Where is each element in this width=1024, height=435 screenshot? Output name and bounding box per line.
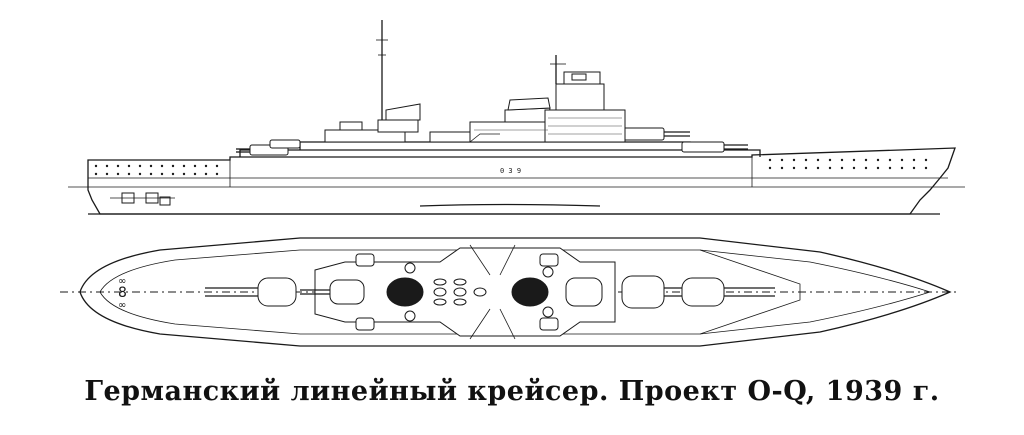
porthole bbox=[828, 166, 832, 170]
porthole bbox=[138, 172, 142, 176]
porthole bbox=[160, 172, 164, 176]
porthole bbox=[912, 158, 916, 162]
svg-text:∞: ∞ bbox=[118, 276, 126, 287]
porthole bbox=[768, 158, 772, 162]
porthole bbox=[840, 166, 844, 170]
aft-turrets-plan bbox=[205, 278, 364, 306]
porthole bbox=[780, 166, 784, 170]
porthole bbox=[171, 164, 175, 168]
porthole bbox=[816, 166, 820, 170]
bilge-keel bbox=[420, 205, 600, 207]
porthole bbox=[780, 158, 784, 162]
plan-view: 8 ∞ ∞ bbox=[60, 238, 958, 346]
porthole bbox=[888, 158, 892, 162]
main-superstructure bbox=[470, 55, 625, 142]
svg-text:8: 8 bbox=[118, 285, 127, 301]
porthole bbox=[888, 166, 892, 170]
drawing-caption: Германский линейный крейсер. Проект О-Q,… bbox=[84, 376, 940, 407]
porthole bbox=[828, 158, 832, 162]
porthole bbox=[852, 158, 856, 162]
porthole bbox=[138, 164, 142, 168]
porthole bbox=[912, 166, 916, 170]
porthole bbox=[900, 158, 904, 162]
ship-drawing: 0 3 9 bbox=[0, 0, 1024, 360]
aft-superstructure bbox=[325, 20, 480, 142]
portholes bbox=[94, 158, 928, 176]
svg-text:∞: ∞ bbox=[118, 300, 126, 311]
porthole bbox=[193, 172, 197, 176]
porthole bbox=[149, 172, 153, 176]
porthole bbox=[900, 166, 904, 170]
porthole bbox=[804, 158, 808, 162]
porthole bbox=[116, 164, 120, 168]
porthole bbox=[182, 164, 186, 168]
side-profile: 0 3 9 bbox=[68, 20, 965, 214]
porthole bbox=[127, 164, 131, 168]
porthole bbox=[204, 164, 208, 168]
porthole bbox=[864, 166, 868, 170]
aft-turrets-side bbox=[236, 140, 300, 155]
propellers bbox=[110, 193, 175, 205]
porthole bbox=[105, 172, 109, 176]
porthole bbox=[852, 166, 856, 170]
porthole bbox=[816, 158, 820, 162]
porthole bbox=[876, 166, 880, 170]
hull-number: 0 3 9 bbox=[500, 167, 521, 175]
porthole bbox=[149, 164, 153, 168]
porthole bbox=[94, 164, 98, 168]
porthole bbox=[864, 158, 868, 162]
porthole bbox=[792, 158, 796, 162]
porthole bbox=[204, 172, 208, 176]
secondary-mounts bbox=[356, 254, 558, 330]
porthole bbox=[116, 172, 120, 176]
porthole bbox=[924, 166, 928, 170]
hull-side bbox=[88, 148, 955, 214]
porthole bbox=[215, 164, 219, 168]
fwd-turrets-side bbox=[622, 128, 748, 152]
deck-outline bbox=[80, 238, 950, 346]
fore-funnel-top bbox=[512, 278, 548, 306]
aft-funnel-top bbox=[387, 278, 423, 306]
porthole bbox=[193, 164, 197, 168]
stern-fittings: 8 ∞ ∞ bbox=[118, 276, 127, 311]
porthole bbox=[160, 164, 164, 168]
porthole bbox=[94, 172, 98, 176]
fwd-turrets-plan bbox=[566, 276, 775, 308]
porthole bbox=[127, 172, 131, 176]
porthole bbox=[840, 158, 844, 162]
porthole bbox=[804, 166, 808, 170]
porthole bbox=[215, 172, 219, 176]
porthole bbox=[876, 158, 880, 162]
porthole bbox=[924, 158, 928, 162]
porthole bbox=[768, 166, 772, 170]
porthole bbox=[171, 172, 175, 176]
porthole bbox=[105, 164, 109, 168]
porthole bbox=[792, 166, 796, 170]
porthole bbox=[182, 172, 186, 176]
